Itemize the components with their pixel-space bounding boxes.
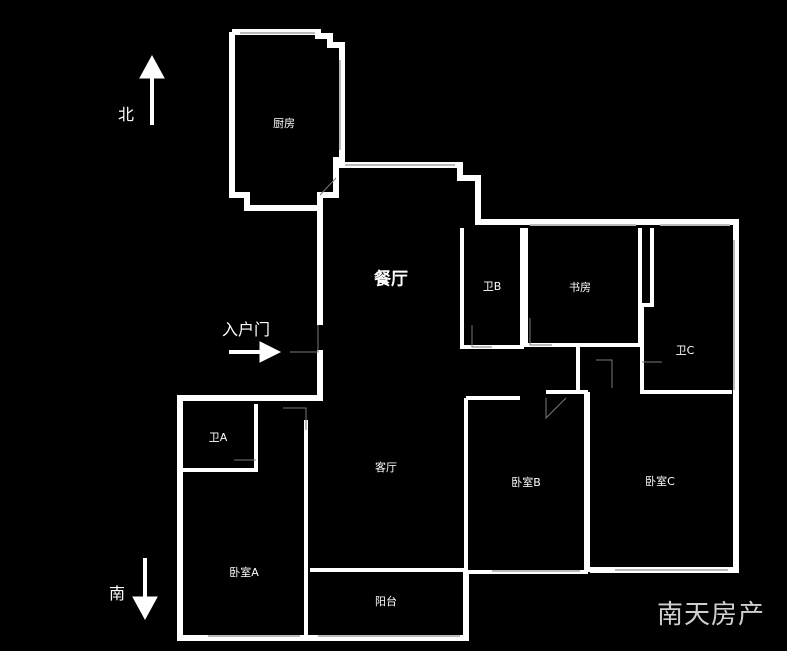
compass-arrows: [132, 54, 282, 621]
south-label: 南: [108, 584, 126, 603]
room-kitchen: 厨房: [273, 117, 295, 130]
room-study: 书房: [569, 281, 591, 294]
windows: [208, 32, 735, 637]
room-dining: 餐厅: [374, 269, 408, 290]
north-label: 北: [117, 105, 135, 124]
room-bedroom-b: 卧室B: [511, 476, 541, 489]
inner-walls: [180, 228, 732, 638]
room-balcony: 阳台: [375, 595, 397, 608]
room-living: 客厅: [375, 461, 397, 474]
door-swings: [234, 177, 662, 461]
room-bath-c: 卫C: [675, 344, 695, 357]
room-bath-b: 卫B: [482, 280, 502, 293]
room-bedroom-c: 卧室C: [645, 475, 675, 488]
watermark: 南天房产: [656, 600, 765, 630]
room-bedroom-a: 卧室A: [229, 566, 259, 579]
entrance-label: 入户门: [221, 320, 271, 339]
room-bath-a: 卫A: [208, 431, 228, 444]
